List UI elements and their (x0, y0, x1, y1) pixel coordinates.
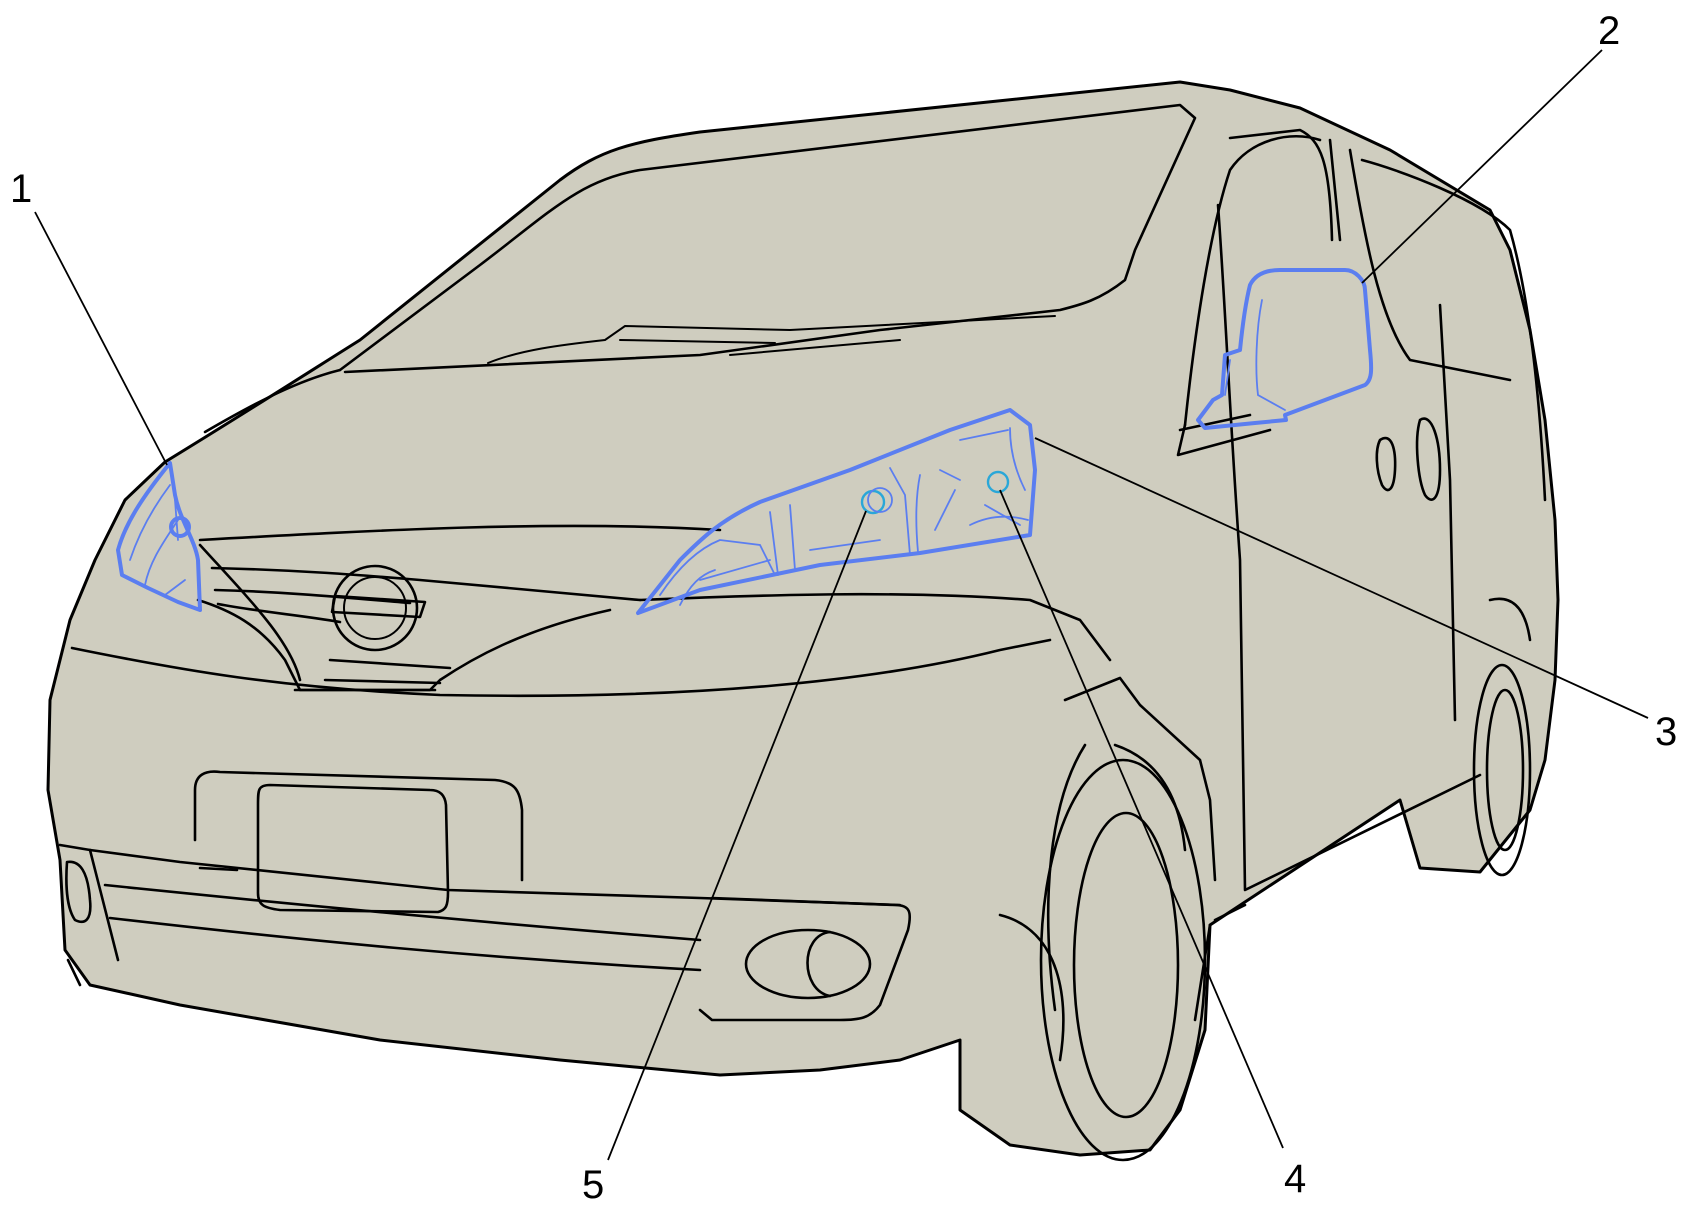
callout-4: 4 (1284, 1157, 1306, 1201)
leader-1 (34, 211, 168, 466)
callout-5: 5 (582, 1163, 604, 1207)
van-linework (58, 103, 1547, 1162)
leader-2 (1361, 49, 1603, 284)
leader-lines (34, 49, 1649, 1161)
leader-5 (607, 510, 867, 1161)
callout-labels: 1 2 3 4 5 (10, 9, 1677, 1207)
callout-2: 2 (1598, 9, 1620, 53)
right-headlamp (636, 408, 1037, 615)
van-silhouette (46, 80, 1560, 1157)
leader-4 (999, 489, 1284, 1149)
leader-3 (1034, 437, 1649, 719)
callout-3: 3 (1655, 710, 1677, 754)
van-body (46, 80, 1560, 1157)
callout-1: 1 (10, 167, 32, 211)
door-mirror (1196, 268, 1374, 430)
left-headlamp (116, 461, 202, 612)
nissan-emblem (330, 564, 427, 652)
